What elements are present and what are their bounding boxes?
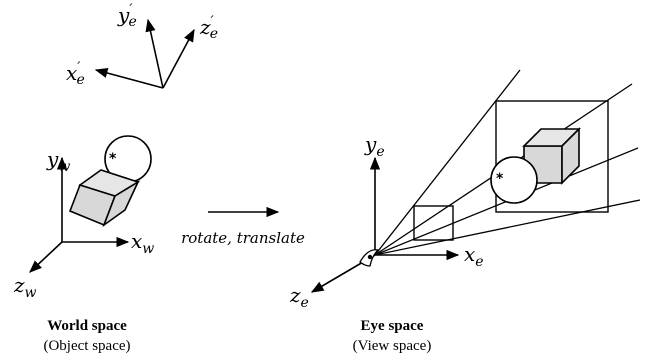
transform-label: rotate, translate (181, 229, 305, 247)
world-sphere-center-mark: * (109, 151, 117, 167)
eye-sphere-center-mark: * (496, 171, 504, 187)
eye-sphere (490, 156, 538, 204)
world-space-title: World space (47, 318, 127, 334)
transform-group: rotate, translate (181, 206, 305, 247)
eye-x-label: xe (464, 242, 484, 270)
rotated-x-axis (94, 68, 164, 89)
rotated-z-label: z′e (199, 14, 218, 42)
eye-y-label: ye (364, 132, 385, 160)
far-plane (495, 100, 609, 213)
frustum-ray-bottom (374, 199, 641, 256)
world-space-subtitle: (Object space) (43, 338, 130, 354)
eye-space-subtitle: (View space) (353, 338, 432, 354)
rotated-z-axis (162, 28, 195, 89)
world-x-label: xw (131, 229, 154, 257)
eye-icon (359, 249, 380, 267)
eye-z-label: ze (289, 283, 309, 311)
eye-space-title: Eye space (361, 318, 424, 334)
world-z-label: zw (13, 273, 37, 301)
eye-space-group: * ye xe ze Eye space (View space) (289, 69, 641, 354)
world-y-label: yw (46, 147, 70, 175)
world-cube-side-face (102, 179, 140, 228)
world-z-axis (29, 241, 63, 273)
rotated-axes-group: x′e y′e z′e (66, 2, 218, 89)
rotated-x-label: x′e (66, 60, 85, 88)
rotated-y-axis (145, 18, 164, 89)
world-space-group: * yw xw zw World space (Object space) (13, 135, 154, 354)
eye-cube-side-face (561, 127, 580, 185)
rotated-y-label: y′e (117, 2, 137, 30)
near-plane (413, 205, 454, 241)
